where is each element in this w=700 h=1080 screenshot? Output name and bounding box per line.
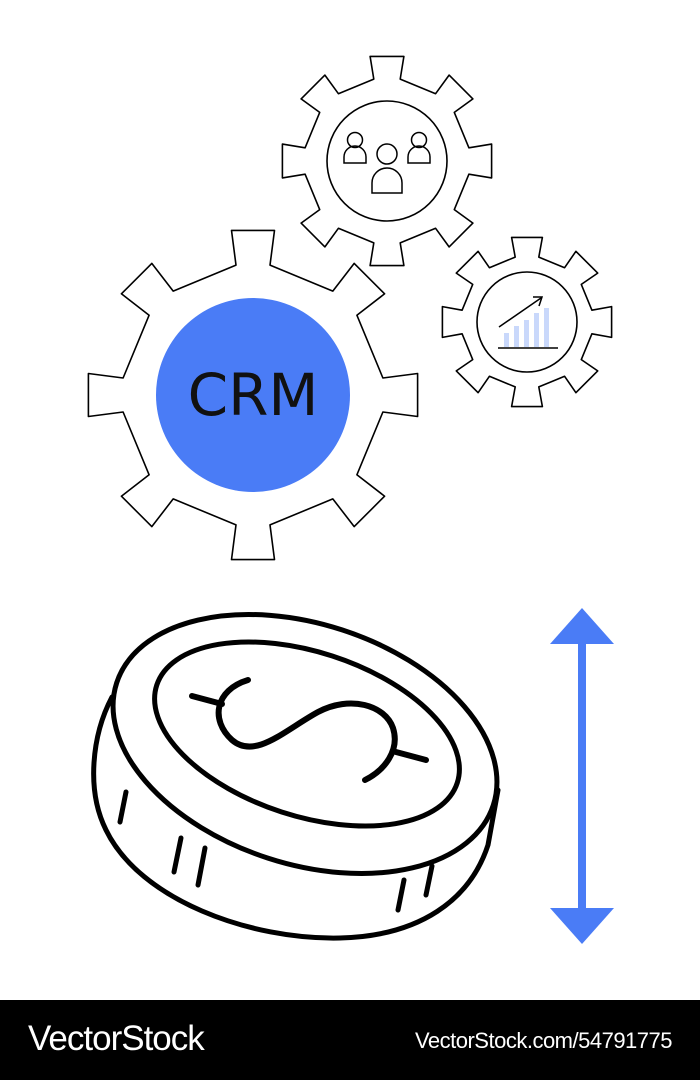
- watermark-bar: VectorStock VectorStock.com/54791775: [0, 1000, 700, 1080]
- brand-logo: VectorStock: [28, 1019, 205, 1058]
- image-id-text: VectorStock.com/54791775: [414, 1028, 673, 1053]
- crm-illustration: CRM: [87, 55, 614, 944]
- crm-label: CRM: [188, 361, 319, 429]
- growth-gear: [441, 236, 613, 408]
- dollar-coin: [91, 612, 501, 941]
- trend-arrow-icon: [498, 297, 542, 328]
- team-gear: [281, 55, 493, 267]
- dollar-sign-icon: [189, 677, 429, 783]
- coin-inner-rim: [152, 639, 462, 829]
- crm-gear: CRM: [87, 229, 419, 561]
- bar-chart-icon: [498, 296, 558, 349]
- double-arrow-vertical-icon: [550, 608, 614, 944]
- people-icon: [343, 131, 431, 194]
- crm-badge: [156, 298, 350, 492]
- team-gear-inner-ring: [326, 100, 448, 222]
- coin-ridges: [117, 789, 435, 913]
- coin-face: [110, 612, 500, 876]
